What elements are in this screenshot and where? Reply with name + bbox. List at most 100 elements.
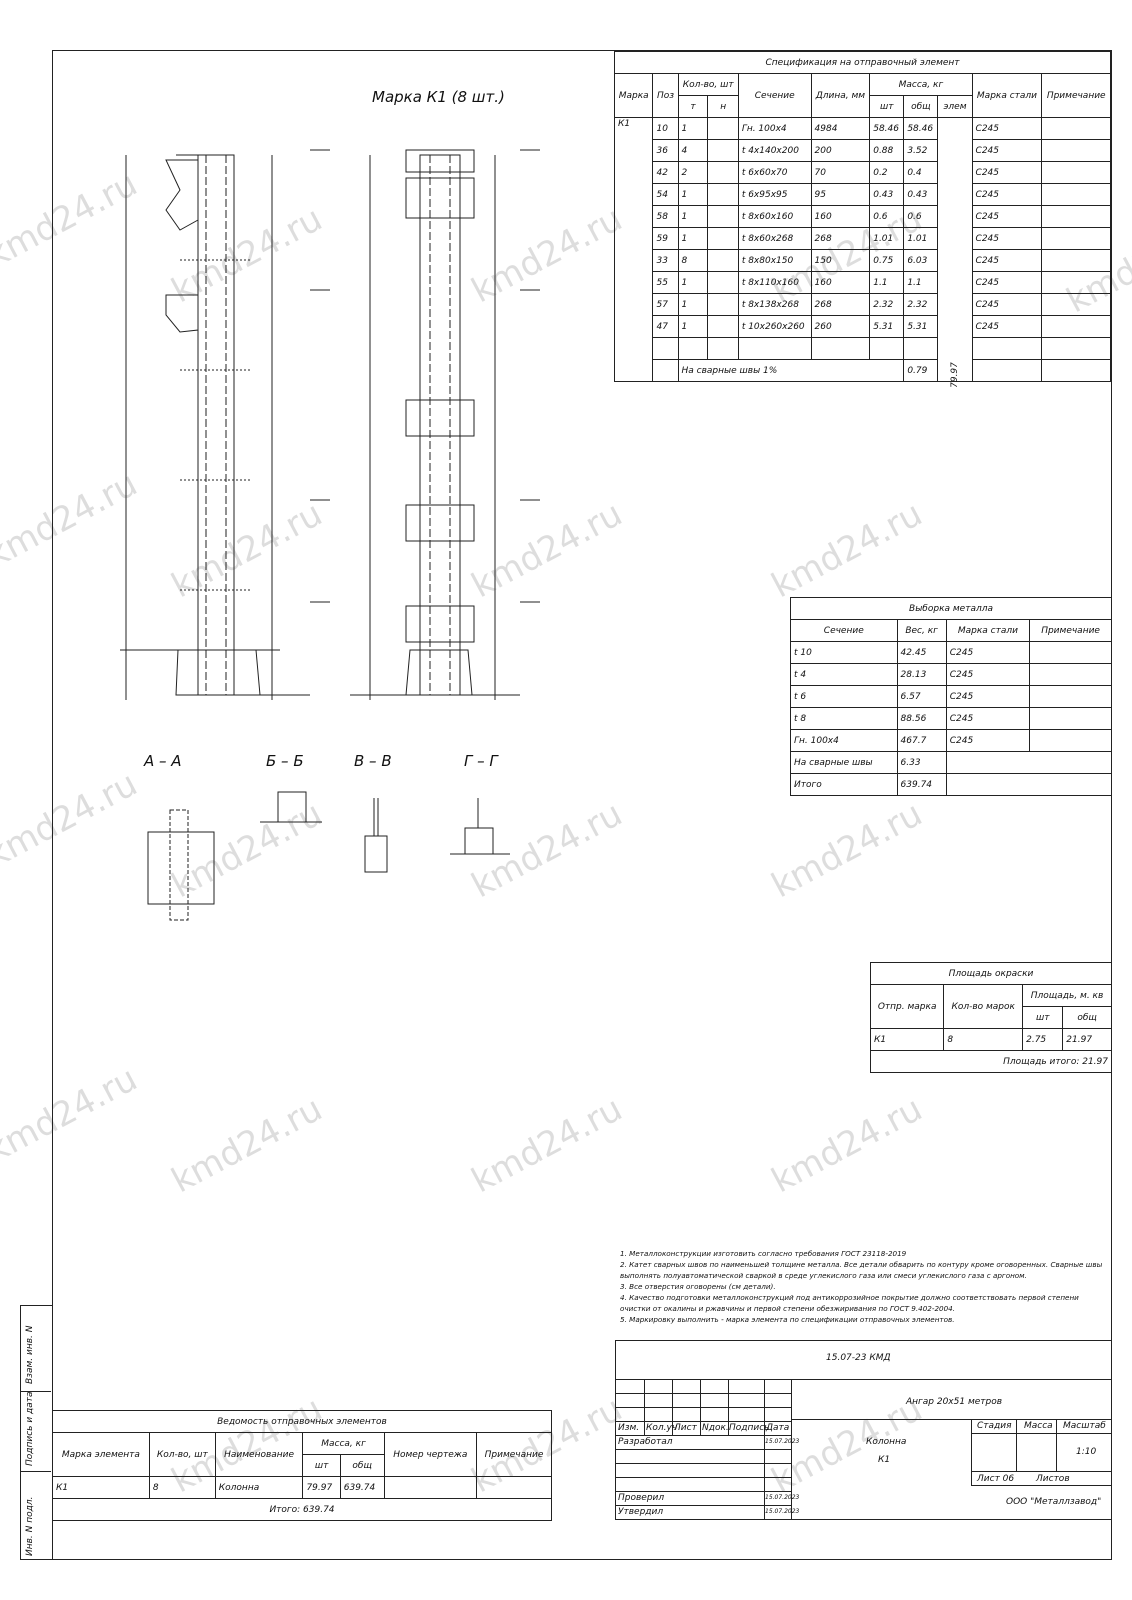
vedomost-h-sht: шт [302,1454,341,1477]
spec-cell: С245 [971,227,1043,250]
spec-welds-label: На сварные швы 1% [677,359,905,382]
spec-cell: 160 [810,271,871,294]
spec-cell: 58.46 [903,117,939,140]
spec-cell: С245 [971,161,1043,184]
spec-h-steel: Марка стали [971,73,1043,118]
stamp-h-list: Лист [674,1423,697,1433]
spec-cell: 0.75 [869,249,905,272]
spec-welds-value: 0.79 [903,359,939,382]
spec-cell: 0.4 [903,161,939,184]
metal-cell [1029,641,1112,664]
metal-h-steel: Марка стали [945,619,1031,642]
metal-h-weight: Вес, кг [896,619,947,642]
paint-title: Площадь окраски [870,962,1112,985]
stamp-code: 15.07-23 КМД [826,1353,891,1363]
spec-cell: 1 [677,205,709,228]
spec-cell: 59 [652,227,679,250]
spec-cell: 2.32 [869,293,905,316]
spec-h-mass: Масса, кг [869,73,973,96]
paint-cell: К1 [869,1028,945,1051]
spec-cell: С245 [971,315,1043,338]
spec-h-marka: Марка [613,73,654,118]
note-item: 2. Катет сварных швов по наименьшей толщ… [620,1260,1103,1280]
spec-cell: С245 [971,139,1043,162]
metal-cell: С245 [945,685,1031,708]
stamp-utverdil-date: 15.07.2023 [765,1508,800,1515]
stamp-h-massa: Масса [1024,1421,1053,1431]
vedomost-cell: 79.97 [302,1476,341,1499]
metal-cell [1029,707,1112,730]
spec-cell: 0.2 [869,161,905,184]
spec-cell: 0.6 [869,205,905,228]
spec-cell: 1 [677,315,709,338]
spec-cell: 0.88 [869,139,905,162]
spec-cell: 1 [677,117,709,140]
metal-h-note: Примечание [1029,619,1112,642]
stamp-masshtab: 1:10 [1076,1447,1097,1457]
spec-cell: 1.01 [903,227,939,250]
spec-cell: 268 [810,227,871,250]
stamp-razrab: Разработал [618,1437,673,1447]
spec-cell: 4984 [810,117,871,140]
paint-h-area: Площадь, м. кв [1022,984,1112,1007]
note-item: 5. Маркировку выполнить - марка элемента… [620,1315,955,1324]
spec-cell: t 10х260х260 [737,315,812,338]
section-label-b: Б – Б [266,752,304,770]
metal-cell [1029,685,1112,708]
spec-cell: 3.52 [903,139,939,162]
drawing-title: Марка К1 (8 шт.) [372,88,505,106]
stamp-razrab-date: 15.07.2023 [765,1438,800,1445]
spec-cell: 268 [810,293,871,316]
spec-cell: 1.1 [903,271,939,294]
spec-table: Спецификация на отправочный элемент Марк… [613,51,1111,388]
spec-cell: 54 [652,183,679,206]
spec-cell: 70 [810,161,871,184]
stamp-listov: Листов [1036,1474,1070,1484]
stamp-project: Ангар 20х51 метров [906,1397,1003,1407]
spec-cell: t 6х95х95 [737,183,812,206]
spec-marka: К1 [613,117,654,382]
spec-h-n: н [707,95,739,118]
metal-cell: 88.56 [896,707,947,730]
metal-cell: t 4 [790,663,898,686]
stamp-element-mark: К1 [878,1455,891,1465]
paint-table: Площадь окраски Отпр. марка Кол-во марок… [869,962,1112,1073]
paint-cell: 8 [943,1028,1024,1051]
spec-cell: 42 [652,161,679,184]
stamp-h-izm: Изм. [618,1423,640,1433]
table-row: На сварные швы 1%0.79 [615,359,1111,382]
spec-cell: 1 [677,227,709,250]
spec-cell: 2 [677,161,709,184]
spec-title: Спецификация на отправочный элемент [614,51,1111,74]
spec-cell: t 8х138х268 [737,293,812,316]
spec-h-length: Длина, мм [810,73,871,118]
spec-h-obsh: общ [903,95,939,118]
section-label-g: Г – Г [464,752,498,770]
stamp-h-stadia: Стадия [977,1421,1012,1431]
spec-h-qty: Кол-во, шт [677,73,739,96]
paint-cell: 2.75 [1022,1028,1064,1051]
stamp-list: Лист 06 [977,1474,1015,1484]
note-item: 4. Качество подготовки металлоконструкци… [620,1293,1079,1313]
stamp-h-podp: Подпись [729,1423,770,1433]
metal-h-section: Сечение [790,619,898,642]
spec-cell: 150 [810,249,871,272]
spec-h-poz: Поз [652,73,679,118]
side-label-inv: Инв. N подл. [25,1496,35,1556]
metal-cell: Гн. 100х4 [790,729,898,752]
spec-cell: t 8х80х150 [737,249,812,272]
vedomost-table: Ведомость отправочных элементов Марка эл… [52,1410,552,1521]
section-label-v: В – В [354,752,392,770]
vedomost-cell: 639.74 [339,1476,385,1499]
